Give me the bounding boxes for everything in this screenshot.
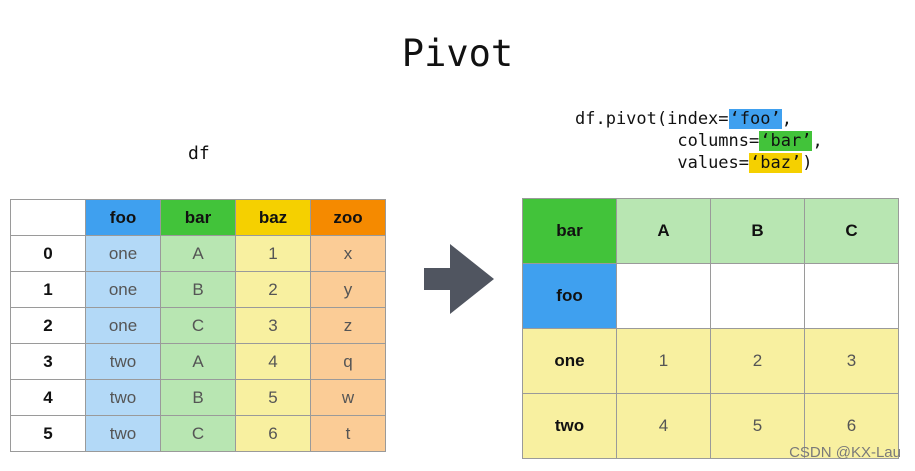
table-row: 3 two A 4 q [10,343,386,380]
table-row: 2 one C 3 z [10,307,386,344]
code-line3-prefix: values= [677,153,750,173]
df-cell-baz: 3 [235,307,311,344]
df-header-row: foo bar baz zoo [10,199,386,236]
pivot-value-cell: 1 [616,328,711,394]
df-header-zoo: zoo [310,199,386,236]
df-cell-foo: two [85,343,161,380]
pivot-header-row: bar A B C [522,198,899,264]
df-cell-bar: B [160,271,236,308]
df-cell-zoo: q [310,343,386,380]
df-cell-bar: A [160,235,236,272]
df-cell-baz: 6 [235,415,311,452]
page-title: Pivot [401,32,514,75]
df-cell-foo: two [85,415,161,452]
df-cell-bar: C [160,307,236,344]
df-header-bar: bar [160,199,236,236]
df-cell-foo: one [85,307,161,344]
right-arrow-icon [424,244,494,314]
code-line3-suffix: ) [802,153,813,173]
df-header-baz: baz [235,199,311,236]
df-cell-baz: 4 [235,343,311,380]
df-corner-cell [10,199,86,236]
watermark: CSDN @KX-Lau [789,444,901,461]
pivot-code: df.pivot(index=‘foo’, columns=‘bar’, val… [575,108,823,174]
df-cell-zoo: y [310,271,386,308]
df-cell-zoo: w [310,379,386,416]
code-values-arg: ‘baz’ [749,153,803,173]
empty-cell [616,263,711,329]
code-line2-suffix: , [812,131,823,151]
df-cell-zoo: z [310,307,386,344]
code-line2-prefix: columns= [677,131,760,151]
df-cell-baz: 5 [235,379,311,416]
df-index-cell: 2 [10,307,86,344]
df-index-cell: 1 [10,271,86,308]
pivot-value-cell: 5 [710,393,805,459]
pivot-row-label: two [522,393,617,459]
df-cell-foo: one [85,235,161,272]
pivot-index-name-row: foo [522,263,899,329]
empty-cell [804,263,899,329]
pivot-column-header: C [804,198,899,264]
df-cell-zoo: t [310,415,386,452]
code-columns-arg: ‘bar’ [759,131,813,151]
pivot-value-cell: 3 [804,328,899,394]
pivot-corner-bar: bar [522,198,617,264]
df-index-cell: 0 [10,235,86,272]
pivot-column-header: A [616,198,711,264]
df-cell-bar: A [160,343,236,380]
df-cell-bar: B [160,379,236,416]
df-index-cell: 5 [10,415,86,452]
df-cell-foo: one [85,271,161,308]
df-label: df [188,143,210,164]
code-index-arg: ‘foo’ [728,109,782,129]
table-row: 0 one A 1 x [10,235,386,272]
df-index-cell: 4 [10,379,86,416]
pivot-value-cell: 6 [804,393,899,459]
df-cell-zoo: x [310,235,386,272]
table-row: 4 two B 5 w [10,379,386,416]
df-cell-baz: 2 [235,271,311,308]
code-line1-prefix: df.pivot(index= [575,109,729,129]
pivot-index-name-foo: foo [522,263,617,329]
pivot-column-header: B [710,198,805,264]
pivot-value-cell: 2 [710,328,805,394]
table-row: one 1 2 3 [522,328,899,394]
table-row: two 4 5 6 [522,393,899,459]
df-table: foo bar baz zoo 0 one A 1 x 1 one B 2 y … [10,199,386,452]
table-row: 1 one B 2 y [10,271,386,308]
table-row: 5 two C 6 t [10,415,386,452]
empty-cell [710,263,805,329]
pivot-table: bar A B C foo one 1 2 3 two 4 5 6 [522,198,899,459]
pivot-value-cell: 4 [616,393,711,459]
pivot-row-label: one [522,328,617,394]
df-index-cell: 3 [10,343,86,380]
df-header-foo: foo [85,199,161,236]
df-cell-foo: two [85,379,161,416]
df-cell-baz: 1 [235,235,311,272]
df-cell-bar: C [160,415,236,452]
code-line1-suffix: , [781,109,792,129]
